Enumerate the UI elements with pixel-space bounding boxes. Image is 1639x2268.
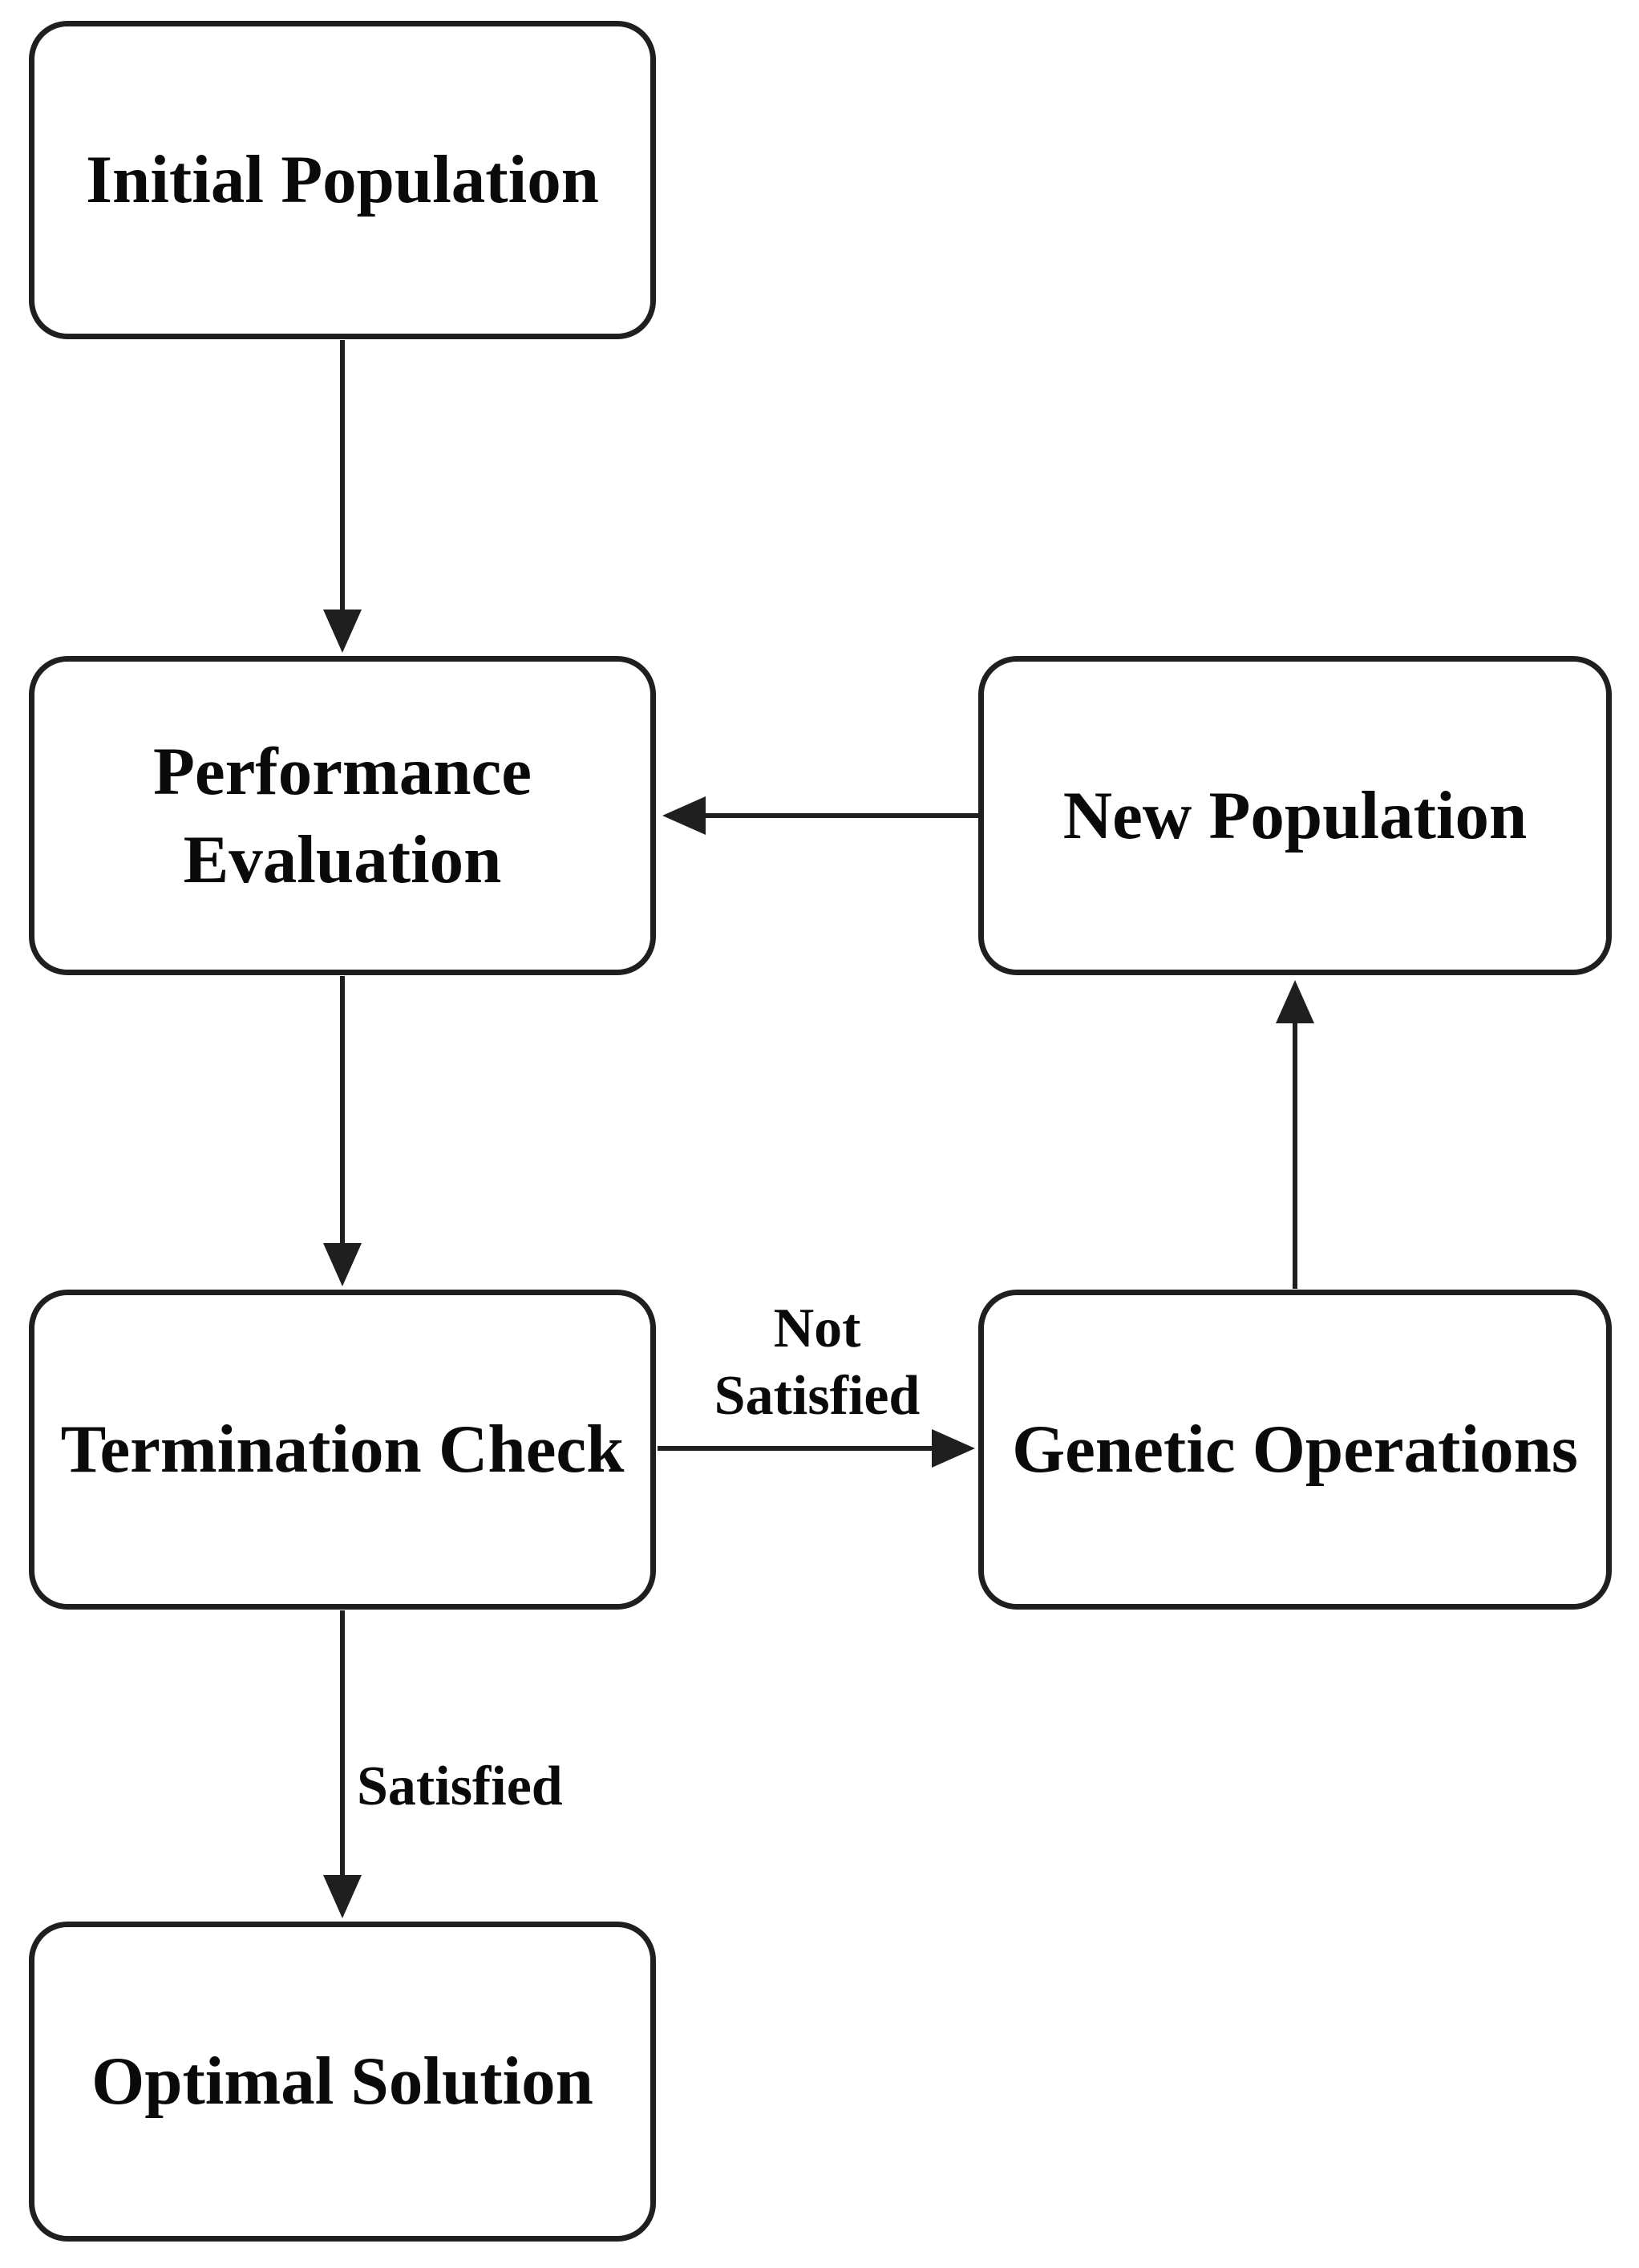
node-optimal-solution: Optimal Solution [29, 1922, 656, 2242]
arrow-initial-to-performance [323, 340, 362, 653]
node-termination-check: Termination Check [29, 1290, 656, 1610]
edge-label-satisfied-text: Satisfied [357, 1756, 563, 1817]
node-performance-evaluation: Performance Evaluation [29, 656, 656, 975]
arrow-performance-to-termination [323, 976, 362, 1286]
node-new-population-label: New Population [1062, 777, 1528, 853]
arrow-genetic-to-newpopulation [1276, 980, 1314, 1289]
node-initial-population: Initial Population [29, 21, 656, 339]
arrow-newpopulation-to-performance [662, 796, 978, 835]
node-optimal-solution-label: Optimal Solution [91, 2043, 593, 2120]
node-genetic-operations: Genetic Operations [978, 1290, 1612, 1610]
arrow-termination-to-genetic [658, 1429, 975, 1468]
edge-label-not-satisfied-line1: Not [773, 1298, 861, 1359]
node-genetic-operations-label: Genetic Operations [1012, 1411, 1578, 1488]
edge-label-not-satisfied: Not Satisfied [657, 1295, 977, 1430]
node-new-population: New Population [978, 656, 1612, 975]
edge-label-not-satisfied-line2: Satisfied [714, 1365, 921, 1427]
node-termination-check-label: Termination Check [60, 1411, 625, 1488]
arrow-termination-to-optimal [323, 1610, 362, 1918]
node-initial-population-label: Initial Population [85, 142, 600, 218]
node-performance-evaluation-label: Performance Evaluation [153, 733, 532, 898]
edge-label-satisfied: Satisfied [357, 1758, 563, 1816]
